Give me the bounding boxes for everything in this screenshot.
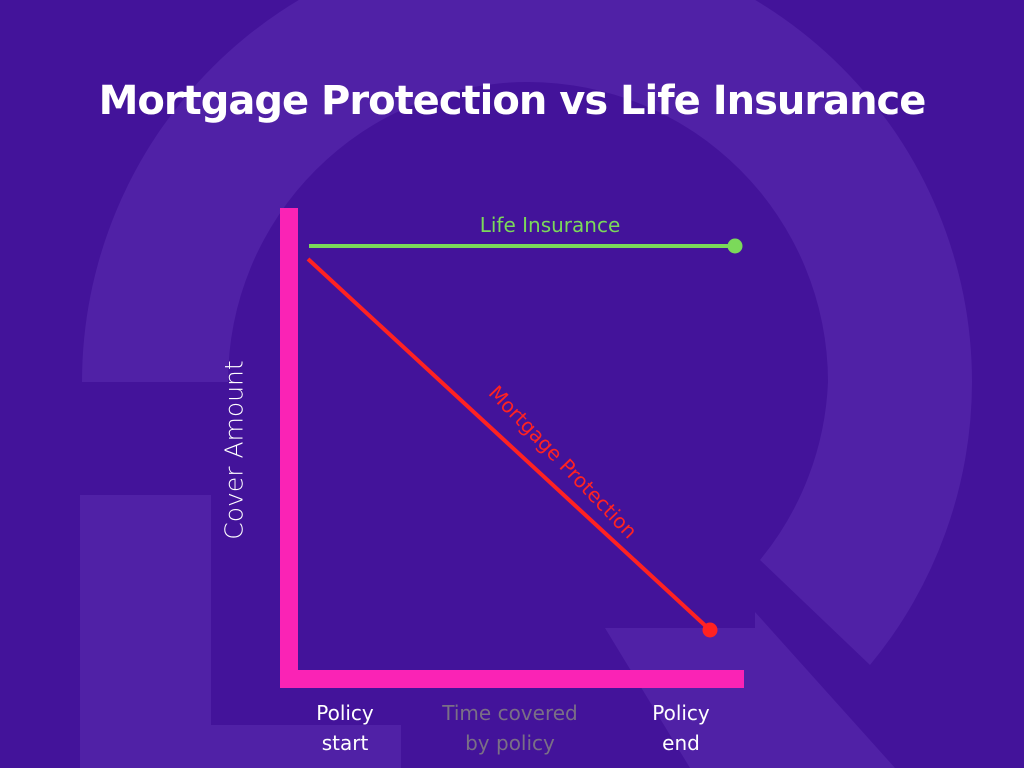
- mortgage-protection-end-point: [702, 622, 718, 638]
- life-insurance-label: Life Insurance: [479, 213, 621, 237]
- x-axis-label: Time covered by policy: [425, 698, 595, 758]
- x-label-mid-line2: by policy: [465, 731, 555, 755]
- x-label-policy-start: Policy start: [300, 698, 390, 758]
- x-label-start-line2: start: [321, 731, 369, 755]
- y-axis-label: Cover Amount: [219, 360, 249, 540]
- x-label-mid-line1: Time covered: [442, 701, 578, 725]
- x-label-policy-end: Policy end: [636, 698, 726, 758]
- life-insurance-end-point: [727, 238, 743, 254]
- x-axis: [280, 670, 744, 688]
- y-axis: [280, 208, 298, 688]
- x-label-end-line1: Policy: [652, 701, 710, 725]
- x-label-start-line1: Policy: [316, 701, 374, 725]
- chart-title: Mortgage Protection vs Life Insurance: [98, 78, 927, 124]
- mortgage-protection-line: [306, 257, 712, 632]
- x-label-end-line2: end: [662, 731, 700, 755]
